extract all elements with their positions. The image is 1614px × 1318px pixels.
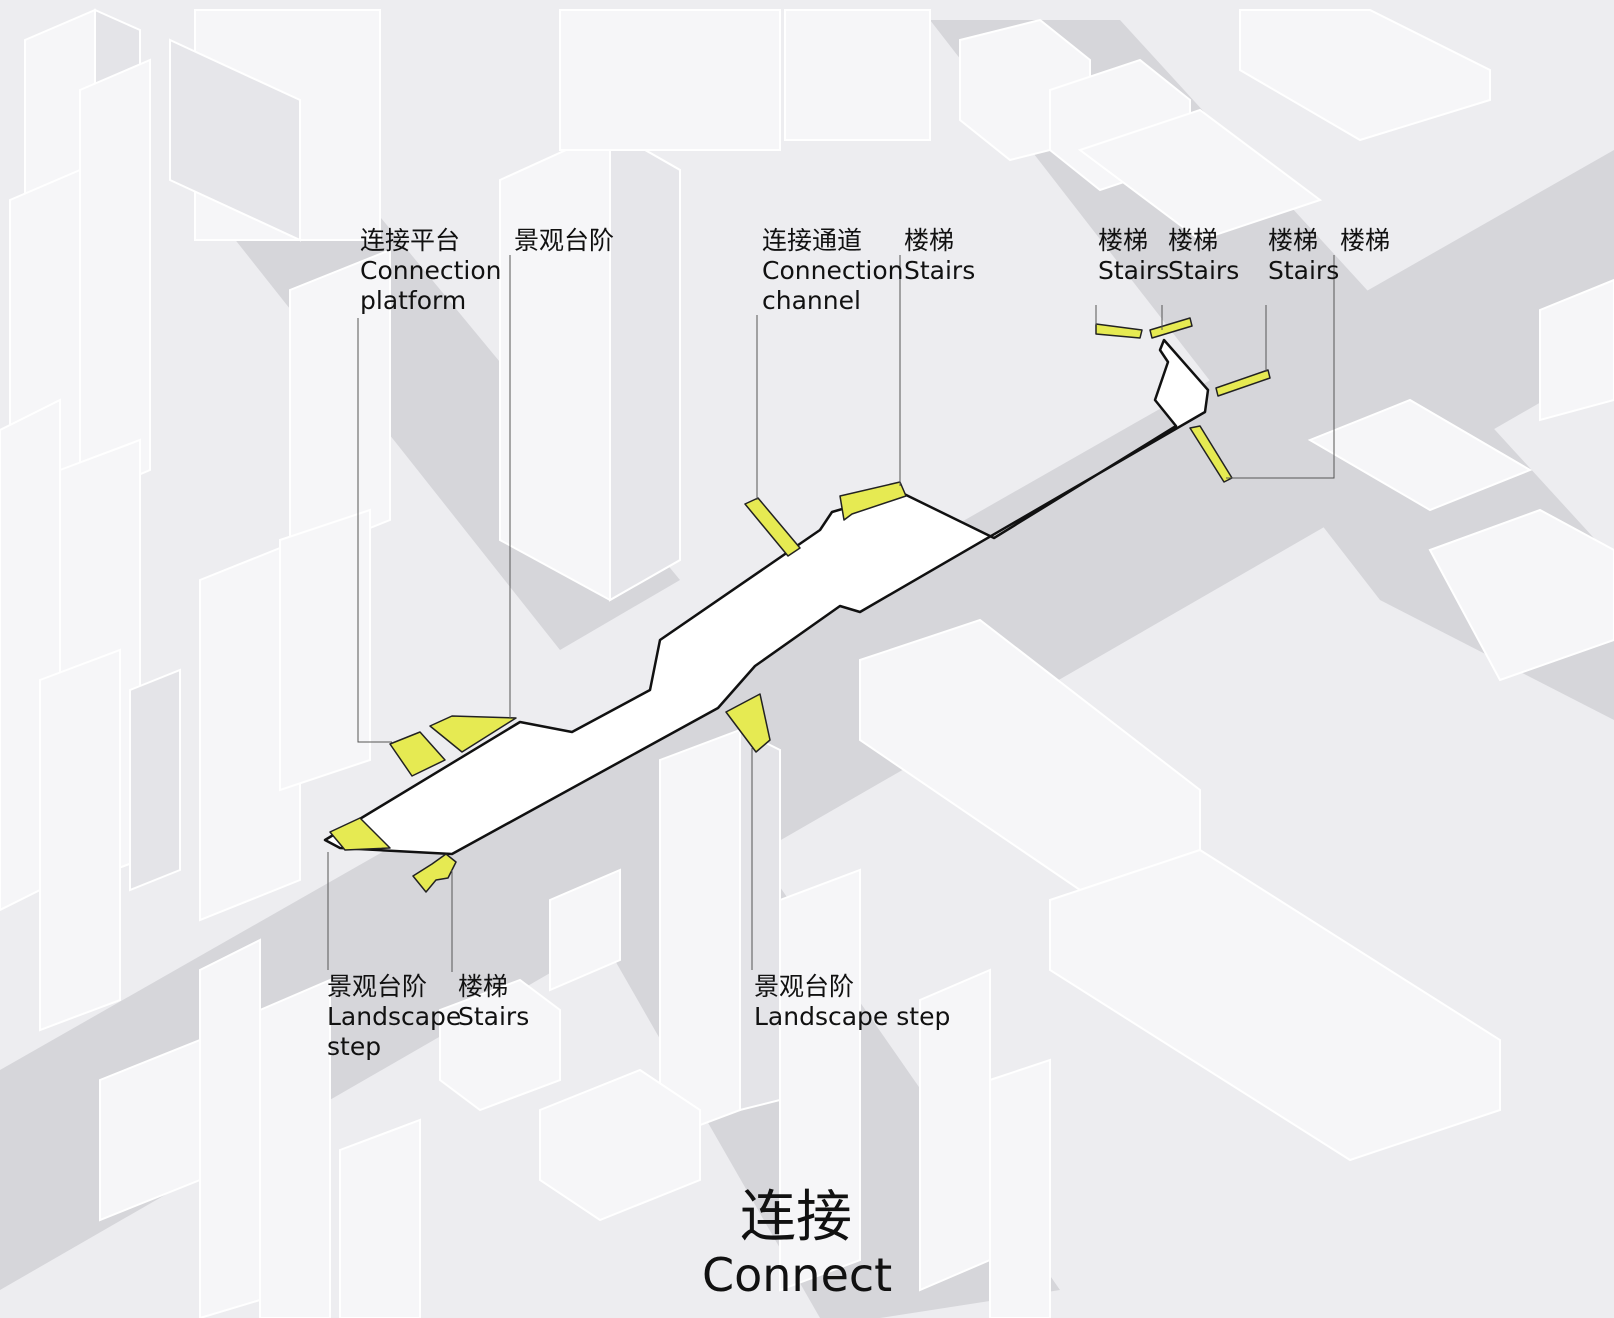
label-zh: 楼梯: [1268, 226, 1319, 255]
label-landscape-step-left: 景观台阶 Landscape step: [327, 972, 461, 1062]
label-zh: 楼梯: [1340, 226, 1391, 255]
highlight-elements: [329, 317, 1271, 893]
building: [784, 9, 931, 141]
label-stairs-3: 楼梯 Stairs: [1168, 226, 1239, 286]
label-zh: 连接平台: [360, 226, 461, 255]
diagram-title-zh: 连接: [740, 1185, 852, 1250]
label-en: Stairs: [1268, 256, 1340, 285]
label-zh: 楼梯: [458, 972, 509, 1001]
building: [279, 508, 371, 792]
label-en: Stairs: [458, 1002, 530, 1031]
leader-lines: [327, 255, 1335, 972]
building: [609, 128, 681, 602]
stairs-1-shape: [1095, 323, 1143, 339]
building: [199, 938, 261, 1318]
building: [549, 868, 621, 992]
leader-stairs-4: [1226, 255, 1335, 479]
label-zh: 楼梯: [1168, 226, 1219, 255]
label-connection-platform: 连接平台 Connection platform: [360, 226, 501, 316]
stairs-2-shape: [1149, 317, 1193, 339]
label-en: channel: [762, 286, 861, 315]
landscape-step-top-shape: [429, 715, 517, 753]
building: [1239, 9, 1491, 142]
label-zh: 楼梯: [1098, 226, 1149, 255]
label-zh: 景观台阶: [754, 972, 855, 1001]
label-zh: 景观台阶: [327, 972, 428, 1001]
stairs-mid-shape: [839, 481, 907, 521]
landscape-step-mid-shape: [725, 693, 771, 753]
diagram-title-en: Connect: [702, 1248, 893, 1302]
label-en: step: [327, 1032, 382, 1061]
connection-platform-shape: [389, 731, 446, 777]
stairs-3-shape: [1215, 369, 1271, 397]
landscape-step-left-shape: [329, 817, 391, 851]
building: [659, 728, 741, 1142]
label-stairs-2: 楼梯 Stairs: [1098, 226, 1169, 286]
building: [859, 618, 1201, 892]
building: [779, 868, 861, 1292]
building: [1428, 508, 1614, 682]
label-en: Landscape step: [754, 1002, 951, 1031]
label-landscape-step-mid: 景观台阶 Landscape step: [754, 972, 950, 1032]
pedestrian-walkway: [323, 338, 1210, 856]
building: [1077, 108, 1323, 242]
building: [439, 978, 561, 1112]
label-en: Landscape: [327, 1002, 462, 1031]
label-en: Connection: [360, 256, 502, 285]
label-zh: 连接通道: [762, 226, 863, 255]
label-connection-channel: 连接通道 Connection channel: [762, 226, 903, 316]
building: [79, 58, 151, 502]
connection-channel-shape: [744, 497, 801, 557]
label-en: platform: [360, 286, 467, 315]
building: [339, 1118, 421, 1318]
main-road: [0, 150, 1614, 1290]
building: [39, 648, 121, 1032]
building: [199, 538, 301, 922]
label-stairs-1: 楼梯 Stairs: [904, 226, 975, 286]
label-en: Stairs: [1098, 256, 1170, 285]
label-landscape-step-top: 景观台阶: [514, 226, 614, 256]
building: [989, 1058, 1051, 1318]
label-stairs-4: 楼梯 Stairs: [1268, 226, 1339, 286]
building: [1539, 278, 1614, 422]
label-en: Stairs: [904, 256, 976, 285]
building: [539, 1068, 701, 1222]
building: [129, 668, 181, 892]
building: [1049, 848, 1501, 1162]
label-en: Connection: [762, 256, 904, 285]
label-en: Stairs: [1168, 256, 1240, 285]
leader-connection-platform: [357, 318, 392, 743]
building: [289, 248, 391, 562]
building: [739, 728, 781, 1112]
label-stairs-5: 楼梯: [1340, 226, 1390, 256]
building: [559, 9, 781, 151]
building: [1307, 398, 1533, 512]
label-zh: 楼梯: [904, 226, 955, 255]
building: [169, 38, 301, 242]
building: [99, 1038, 201, 1222]
label-zh: 景观台阶: [514, 226, 615, 255]
building: [259, 978, 331, 1318]
label-stairs-bottom: 楼梯 Stairs: [458, 972, 529, 1032]
buildings: [0, 8, 1614, 1318]
